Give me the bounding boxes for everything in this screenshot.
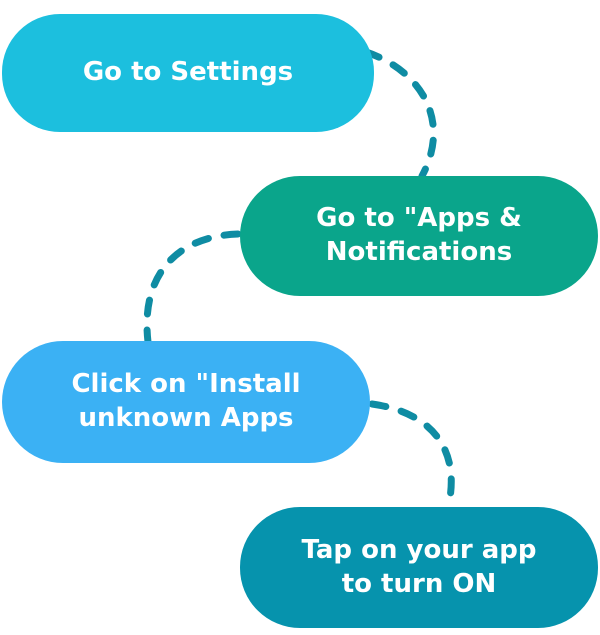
connector-step2-to-step3 [143, 230, 242, 346]
step-label: Click on "Install unknown Apps [71, 369, 301, 433]
step-label: Tap on your app to turn ON [301, 534, 537, 599]
step-go-to-settings: Go to Settings [2, 14, 374, 132]
step-install-unknown-apps: Click on "Install unknown Apps [2, 341, 370, 463]
step-label: Go to "Apps & Notifications [316, 203, 522, 267]
step-apps-notifications: Go to "Apps & Notifications [240, 176, 598, 296]
step-label: Go to Settings [82, 57, 294, 88]
connector-step3-to-step4 [368, 400, 455, 512]
connector-step1-to-step2 [362, 48, 437, 180]
step-tap-app-turn-on: Tap on your app to turn ON [240, 507, 598, 628]
